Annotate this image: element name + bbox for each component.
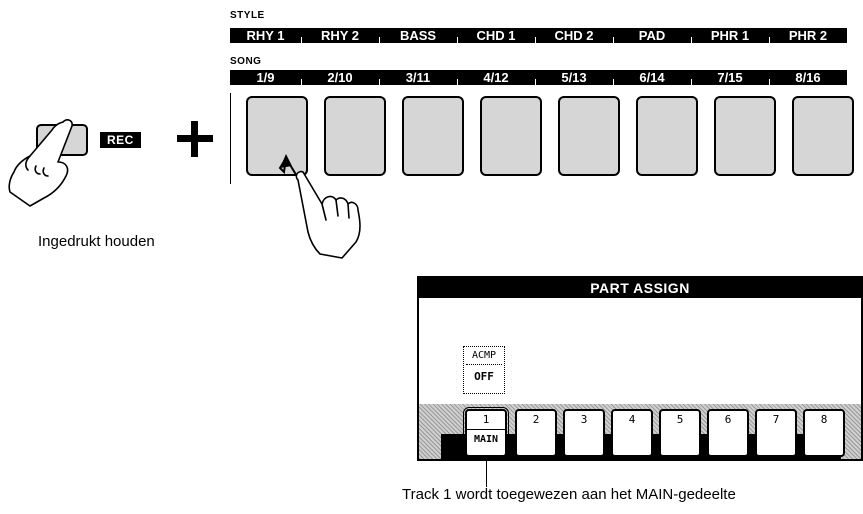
part-button-6[interactable] [636,96,698,176]
track-part-label: MAIN [473,434,499,445]
track-3[interactable]: 3 [563,409,605,457]
track-5[interactable]: 5 [659,409,701,457]
track-number: 7 [772,413,780,426]
part-button-1[interactable] [246,96,308,176]
track-number: 3 [580,413,588,426]
track-number: 4 [628,413,636,426]
style-part-7: PHR 1 [691,28,769,43]
track-number: 6 [724,413,732,426]
part-button-7[interactable] [714,96,776,176]
track-number: 1 [482,413,490,426]
song-label: SONG [230,56,262,67]
display-title: PART ASSIGN [419,278,861,298]
track-4[interactable]: 4 [611,409,653,457]
song-part-1: 1/9 [256,70,275,85]
song-part-7: 7/15 [691,70,769,85]
style-part-6: PAD [613,28,691,43]
pad-row-rule [230,93,231,184]
style-part-8: PHR 2 [769,28,847,43]
track-1[interactable]: 1 MAIN [463,407,509,459]
track-number: 8 [820,413,828,426]
part-button-8[interactable] [792,96,854,176]
hold-caption: Ingedrukt houden [38,233,155,250]
song-parts-strip: 1/9 2/10 3/11 4/12 5/13 6/14 7/15 8/16 [230,70,847,85]
track-6[interactable]: 6 [707,409,749,457]
track-caption: Track 1 wordt toegewezen aan het MAIN-ge… [402,486,736,503]
hand-pointer-icon [8,119,73,207]
style-part-3: BASS [379,28,457,43]
track-number: 5 [676,413,684,426]
style-part-5: CHD 2 [535,28,613,43]
finger-press-icon [278,154,361,259]
lcd-display: PART ASSIGN ACMP OFF 1 MAIN 2 3 4 5 6 7 … [417,276,863,461]
plus-icon [177,121,213,157]
song-part-8: 8/16 [769,70,847,85]
acmp-label: ACMP [471,350,497,361]
style-part-4: CHD 1 [457,28,535,43]
acmp-value: OFF [474,370,494,383]
style-label: STYLE [230,10,265,21]
rec-badge: REC [100,132,141,148]
part-button-2[interactable] [324,96,386,176]
part-button-4[interactable] [480,96,542,176]
part-button-3[interactable] [402,96,464,176]
style-parts-strip: RHY 1 RHY 2 BASS CHD 1 CHD 2 PAD PHR 1 P… [230,28,847,43]
leader-line [486,461,487,487]
song-part-2: 2/10 [301,70,379,85]
song-part-6: 6/14 [613,70,691,85]
track-2[interactable]: 2 [515,409,557,457]
song-part-5: 5/13 [535,70,613,85]
song-part-4: 4/12 [457,70,535,85]
style-part-1: RHY 1 [246,28,285,43]
track-8[interactable]: 8 [803,409,845,457]
song-part-3: 3/11 [379,70,457,85]
part-button-5[interactable] [558,96,620,176]
track-7[interactable]: 7 [755,409,797,457]
style-part-2: RHY 2 [301,28,379,43]
track-number: 2 [532,413,540,426]
acmp-box: ACMP OFF [463,346,505,394]
